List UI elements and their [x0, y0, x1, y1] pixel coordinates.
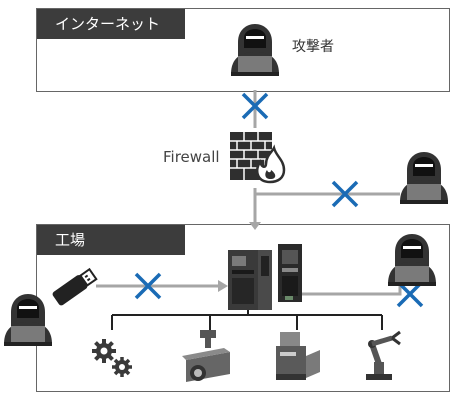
plc-icon: [228, 244, 302, 310]
hacker-icon: [4, 294, 52, 346]
internet-zone: インターネット: [36, 8, 450, 92]
factory-zone-tab: 工場: [37, 225, 185, 255]
hacker-icon: [400, 152, 448, 204]
internet-zone-tab: インターネット: [37, 9, 185, 39]
arrow-to-factory: [249, 222, 261, 230]
arrow-to-plc: [218, 280, 228, 292]
hacker-icon: [231, 24, 279, 76]
camera-icon: [182, 330, 230, 382]
usb-drive-icon: [52, 267, 98, 306]
firewall-label: Firewall: [163, 148, 220, 166]
firewall-icon: [230, 132, 286, 184]
robot-arm-icon: [366, 330, 401, 380]
printer-icon: [276, 332, 320, 380]
line-attacker3: [290, 278, 402, 296]
attacker-label: 攻撃者: [292, 39, 334, 55]
hacker-icon: [388, 234, 436, 286]
gears-icon: [92, 339, 132, 377]
